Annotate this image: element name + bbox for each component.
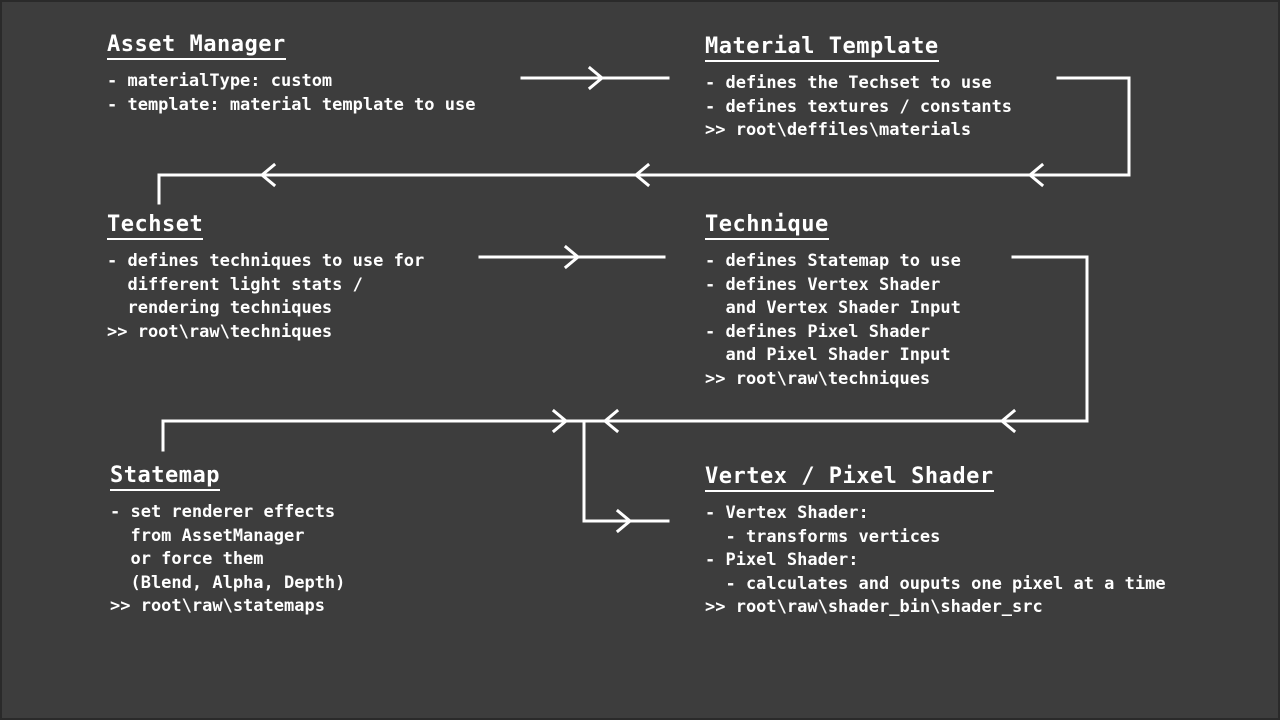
arrowhead-left xyxy=(259,162,277,188)
statemap-line: from AssetManager xyxy=(110,525,305,546)
material-template-line: - defines textures / constants xyxy=(705,96,1013,117)
arrowhead-left xyxy=(999,408,1017,434)
techset-lines: - defines techniques to use for differen… xyxy=(107,250,424,344)
technique-line: >> root\raw\techniques xyxy=(705,368,931,389)
arrowhead-right xyxy=(551,408,569,434)
connector-to-shader xyxy=(582,419,670,523)
asset-manager-line: - template: material template to use xyxy=(107,94,476,115)
arrowhead-left xyxy=(1027,162,1045,188)
shader-line: - calculates and ouputs one pixel at a t… xyxy=(705,573,1166,594)
technique-line: and Pixel Shader Input xyxy=(705,345,951,365)
asset-manager-box: Asset Manager - materialType: custom - t… xyxy=(107,33,475,117)
techset-line: rendering techniques xyxy=(107,298,333,318)
material-template-line: - defines the Techset to use xyxy=(705,73,992,93)
shader-box: Vertex / Pixel Shader - Vertex Shader: -… xyxy=(705,465,1166,620)
technique-line: - defines Statemap to use xyxy=(705,251,961,271)
techset-title: Techset xyxy=(107,213,204,240)
techset-line: >> root\raw\techniques xyxy=(107,321,333,342)
techset-box: Techset - defines techniques to use for … xyxy=(107,213,424,344)
techset-line: - defines techniques to use for xyxy=(107,251,425,271)
arrowhead-right xyxy=(587,65,605,91)
technique-lines: - defines Statemap to use - defines Vert… xyxy=(705,250,961,391)
statemap-box: Statemap - set renderer effects from Ass… xyxy=(110,464,345,619)
arrowhead-right xyxy=(563,244,581,270)
statemap-line: (Blend, Alpha, Depth) xyxy=(110,572,346,593)
shader-line: >> root\raw\shader_bin\shader_src xyxy=(705,597,1043,617)
material-template-box: Material Template - defines the Techset … xyxy=(705,35,1012,143)
asset-manager-title: Asset Manager xyxy=(107,33,286,60)
statemap-line: - set renderer effects xyxy=(110,502,336,522)
shader-line: - transforms vertices xyxy=(705,526,941,547)
asset-manager-line: - materialType: custom xyxy=(107,71,333,91)
shader-line: - Vertex Shader: xyxy=(705,503,869,523)
shader-line: - Pixel Shader: xyxy=(705,550,859,570)
arrowhead-left xyxy=(602,408,620,434)
asset-manager-lines: - materialType: custom - template: mater… xyxy=(107,70,475,117)
material-template-line: >> root\deffiles\materials xyxy=(705,120,972,140)
technique-title: Technique xyxy=(705,213,829,240)
statemap-line: >> root\raw\statemaps xyxy=(110,596,325,616)
technique-box: Technique - defines Statemap to use - de… xyxy=(705,213,961,391)
technique-line: - defines Pixel Shader xyxy=(705,321,931,342)
statemap-title: Statemap xyxy=(110,464,220,491)
shader-lines: - Vertex Shader: - transforms vertices -… xyxy=(705,502,1166,620)
technique-line: and Vertex Shader Input xyxy=(705,298,961,318)
material-template-lines: - defines the Techset to use - defines t… xyxy=(705,72,1012,143)
arrowhead-left xyxy=(633,162,651,188)
connector-technique-to-statemap xyxy=(161,255,1089,452)
connector-material-to-techset xyxy=(157,76,1131,205)
technique-line: - defines Vertex Shader xyxy=(705,274,941,295)
arrowhead-right xyxy=(615,508,633,534)
statemap-lines: - set renderer effects from AssetManager… xyxy=(110,501,345,619)
statemap-line: or force them xyxy=(110,549,264,569)
shader-title: Vertex / Pixel Shader xyxy=(705,465,994,492)
material-template-title: Material Template xyxy=(705,35,939,62)
techset-line: different light stats / xyxy=(107,274,363,295)
